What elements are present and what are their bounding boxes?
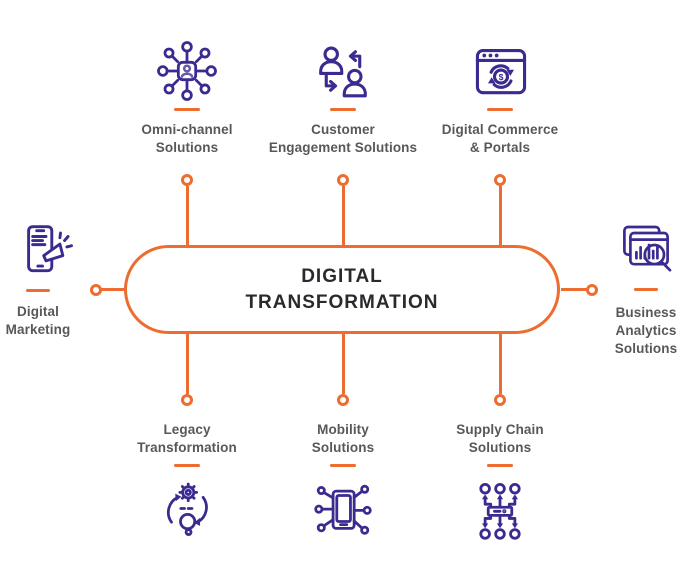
label-line: Mobility (317, 422, 369, 437)
connector-line-left (101, 288, 127, 291)
node-label-legacy-transformation: Legacy Transformation (92, 421, 282, 457)
accent-dash (174, 464, 200, 467)
node-label-supply-chain: Supply Chain Solutions (405, 421, 595, 457)
connector-dot-top-1 (181, 174, 193, 186)
label-line: Omni-channel (141, 122, 233, 137)
connector-dot-bottom-2 (337, 394, 349, 406)
node-business-analytics (613, 221, 679, 281)
node-legacy-transformation (155, 478, 219, 544)
label-line: Solutions (155, 140, 219, 155)
accent-dash (26, 289, 50, 292)
node-label-customer-engagement: Customer Engagement Solutions (248, 121, 438, 157)
connector-line-top-1 (185, 186, 189, 246)
label-line: Transformation (137, 440, 237, 455)
node-label-omni-channel: Omni-channel Solutions (92, 121, 282, 157)
label-line: Business (615, 305, 677, 320)
connector-dot-right (586, 284, 598, 296)
node-label-digital-commerce: Digital Commerce & Portals (405, 121, 595, 157)
node-customer-engagement (312, 36, 374, 106)
node-supply-chain (468, 478, 532, 544)
mobile-megaphone-icon (27, 225, 73, 273)
accent-dash (487, 108, 513, 111)
center-title-line: DIGITAL (301, 265, 383, 287)
label-line: Legacy (163, 422, 211, 437)
label-line: Solutions (614, 341, 678, 356)
node-mobility-solutions (311, 478, 375, 544)
commerce-browser-icon: $ (475, 48, 527, 95)
node-label-mobility-solutions: Mobility Solutions (248, 421, 438, 457)
connector-dot-bottom-1 (181, 394, 193, 406)
connector-line-top-2 (341, 186, 345, 246)
connector-dot-bottom-3 (494, 394, 506, 406)
node-omni-channel (156, 36, 218, 106)
circuit-phone-icon (314, 484, 372, 535)
connector-line-bottom-3 (498, 334, 502, 394)
connector-dot-left (90, 284, 102, 296)
center-title-line: TRANSFORMATION (245, 291, 439, 313)
label-line: Solutions (311, 440, 375, 455)
analytics-magnifier-icon (623, 225, 672, 272)
people-exchange-icon (319, 46, 367, 98)
node-label-business-analytics: Business Analytics Solutions (576, 304, 685, 358)
connector-dot-top-3 (494, 174, 506, 186)
node-digital-marketing (14, 221, 78, 281)
node-label-digital-marketing: Digital Marketing (0, 303, 78, 339)
connector-line-right (561, 288, 587, 291)
distribution-network-icon (479, 482, 521, 540)
node-digital-commerce: $ (469, 36, 533, 106)
accent-dash (634, 288, 658, 291)
label-line: Engagement Solutions (268, 140, 418, 155)
label-line: Digital Commerce (441, 122, 559, 137)
gear-bulb-cycle-icon (166, 482, 208, 536)
accent-dash (330, 464, 356, 467)
center-pill: DIGITAL TRANSFORMATION (124, 245, 560, 334)
accent-dash (330, 108, 356, 111)
label-line: Marketing (5, 322, 71, 337)
connector-dot-top-2 (337, 174, 349, 186)
connector-line-bottom-1 (185, 334, 189, 394)
label-line: Solutions (468, 440, 532, 455)
label-line: Supply Chain (456, 422, 544, 437)
label-line: Analytics (615, 323, 677, 338)
label-line: & Portals (469, 140, 531, 155)
label-line: Customer (311, 122, 375, 137)
dollar-symbol: $ (499, 72, 504, 82)
hub-network-icon (157, 41, 217, 101)
accent-dash (487, 464, 513, 467)
accent-dash (174, 108, 200, 111)
label-line: Digital (17, 304, 59, 319)
connector-line-top-3 (498, 186, 502, 246)
connector-line-bottom-2 (341, 334, 345, 394)
